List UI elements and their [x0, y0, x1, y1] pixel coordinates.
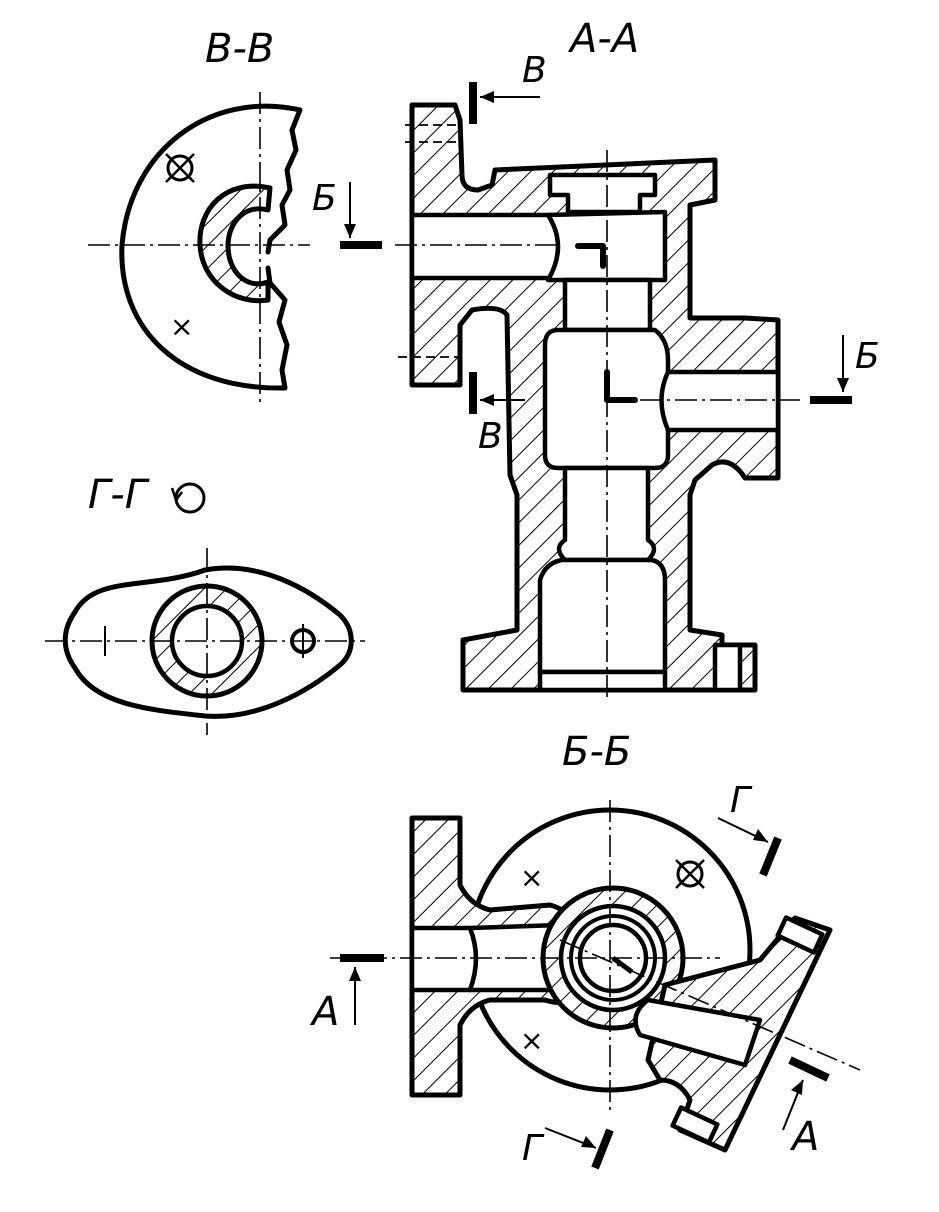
bb-hole-marker-icon: [675, 859, 705, 889]
cut-mark-b-left: Б: [312, 178, 382, 249]
aa-l-mark-1: [575, 243, 606, 269]
cut-mark-b-right: Б: [810, 335, 880, 404]
aa-top-plug: [547, 172, 658, 215]
view-bb-title: Б-Б: [562, 729, 631, 775]
bb-arm-bolt-top: [775, 915, 825, 955]
aa-bolt-hole: [712, 642, 743, 693]
svg-text:Б: Б: [855, 336, 880, 377]
bb-center-mark: [611, 955, 634, 975]
view-aa: А-А: [395, 16, 800, 700]
svg-text:Г: Г: [522, 1128, 545, 1169]
svg-text:Б: Б: [312, 178, 337, 219]
svg-text:В: В: [478, 416, 503, 457]
bb-cross-mark-2: ×: [520, 1024, 543, 1057]
gg-outline: [62, 565, 354, 719]
aa-bottom-chamber: [537, 557, 668, 675]
view-gg: Г-Г: [45, 472, 365, 735]
aa-bottom-recess: [537, 669, 668, 693]
bb-diagonal-bore: [633, 997, 763, 1068]
aa-l-mark-2: [604, 369, 638, 403]
view-vv-title: В-В: [205, 26, 274, 72]
view-aa-title: А-А: [567, 16, 639, 62]
view-gg-title: Г-Г: [88, 472, 150, 518]
aa-left-bore: [409, 212, 561, 281]
svg-text:А: А: [309, 989, 339, 1035]
cut-mark-a-right: А: [782, 1056, 830, 1160]
svg-text:А: А: [789, 1114, 819, 1160]
view-vv: В-В ×: [88, 26, 310, 405]
vv-cross-mark: ×: [170, 310, 193, 343]
vv-section: [197, 183, 273, 304]
bb-diag-axis: [559, 939, 861, 1071]
view-bb: Б-Б × ×: [330, 729, 861, 1153]
rotation-symbol-icon: [170, 482, 206, 514]
cut-mark-g-bottom: Г: [522, 1127, 614, 1170]
bb-arm-bolt-bottom: [670, 1105, 720, 1145]
bb-cross-mark-1: ×: [520, 861, 543, 894]
svg-text:Г: Г: [730, 780, 753, 821]
aa-right-bore: [659, 369, 781, 433]
bb-left-bore: [409, 925, 479, 993]
cut-mark-a-left: А: [309, 954, 384, 1035]
cut-mark-v-bottom: В: [469, 372, 525, 457]
vv-outline: [119, 103, 303, 391]
svg-text:В: В: [522, 50, 547, 91]
cut-mark-v-top: В: [469, 50, 547, 124]
vv-hole-marker-icon: [165, 153, 195, 183]
cut-mark-g-top: Г: [717, 780, 782, 877]
